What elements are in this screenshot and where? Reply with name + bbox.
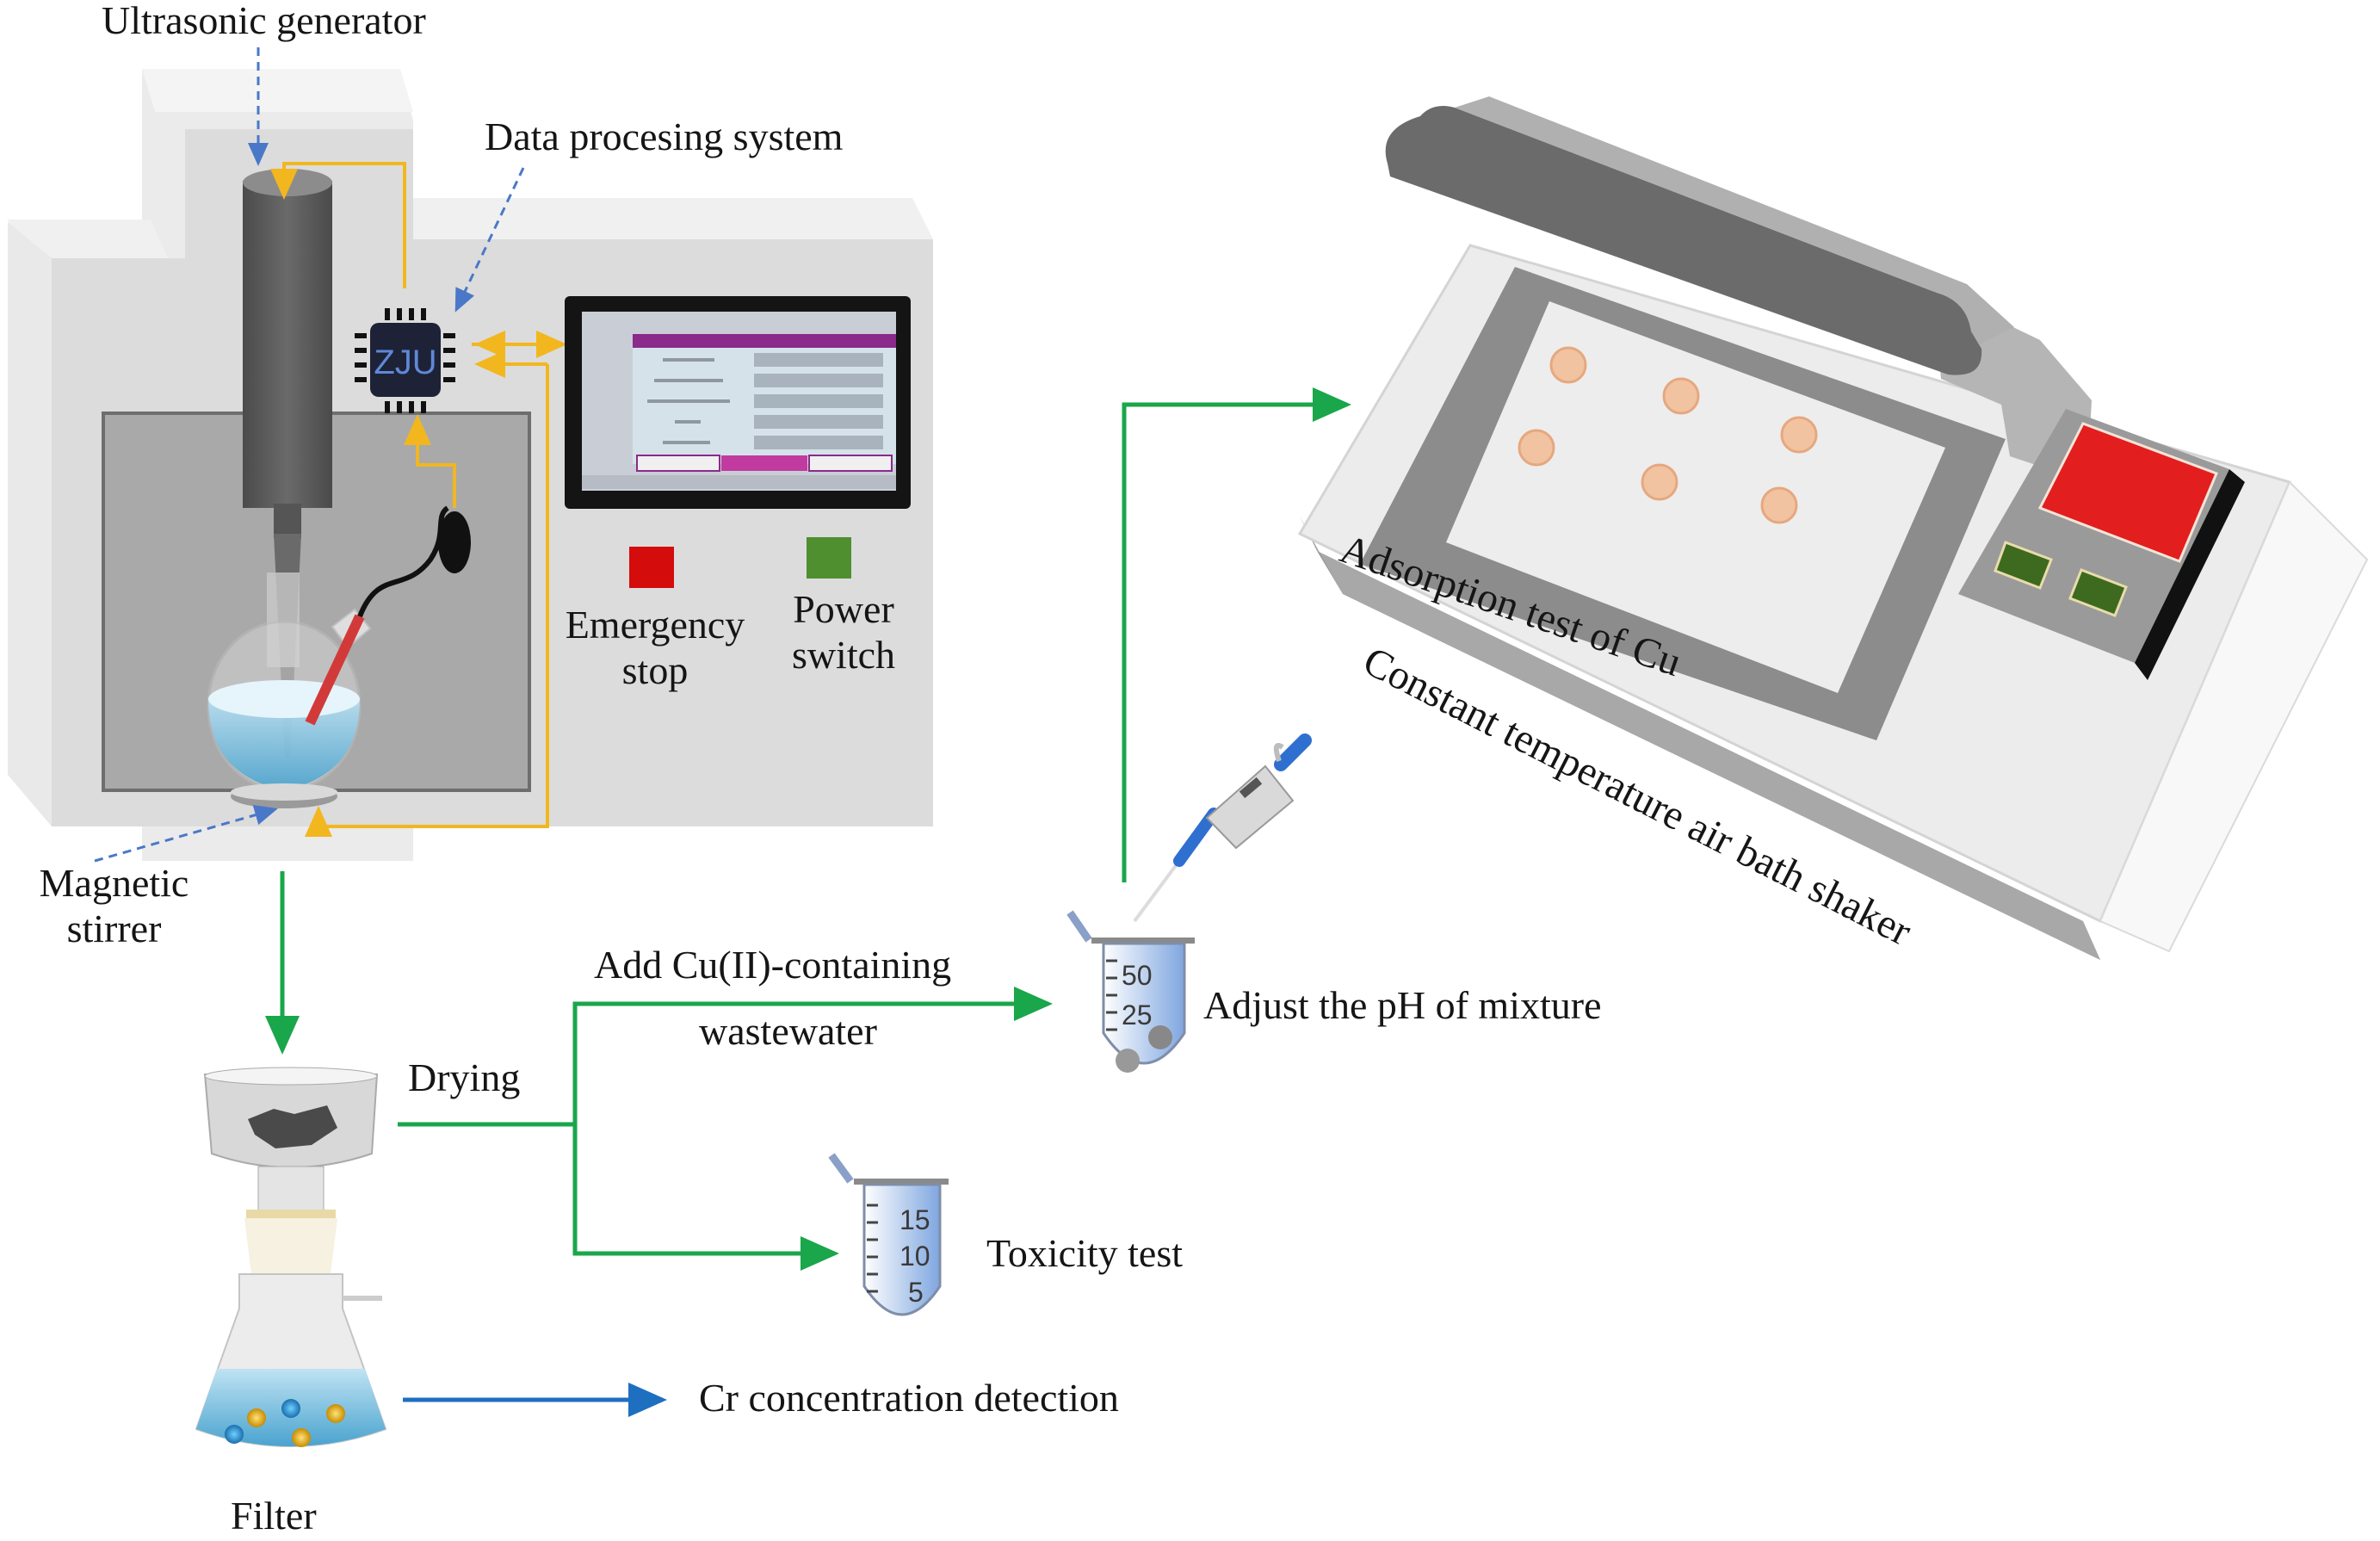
screen-button-stop[interactable] [721, 455, 807, 471]
shaker-button-2[interactable] [2068, 568, 2128, 617]
pointer-magnetic-stirrer [94, 805, 278, 863]
label-adjust-ph: Adjust the pH of mixture [1203, 983, 1602, 1027]
label-data-processing-system: Data procesing system [485, 114, 844, 158]
machine-left-top [8, 220, 168, 258]
ultrasonic-machine [8, 69, 933, 861]
power-switch-button[interactable] [807, 537, 851, 579]
machine-tower-top [142, 69, 413, 112]
machine-right-top [409, 198, 933, 239]
chip-label: ZJU [374, 343, 436, 381]
touch-screen[interactable] [565, 296, 911, 509]
label-drying: Drying [408, 1055, 521, 1099]
arrow-to-toxicity [572, 1124, 839, 1271]
ultrasonic-probe [243, 181, 332, 508]
screen-title-bar [633, 334, 896, 348]
shaker-display[interactable] [2037, 422, 2218, 563]
label-emergency-stop-line1: Emergency [565, 603, 745, 647]
temperature-probe [305, 614, 365, 726]
round-bottom-flask [207, 572, 372, 792]
arrow-to-shaker [1122, 387, 1351, 882]
label-emergency-stop-line2: stop [621, 647, 689, 692]
tube-tox-mark-10: 10 [899, 1241, 930, 1272]
label-magnetic-stirrer-line2: stirrer [66, 906, 162, 950]
probe-neck [274, 504, 301, 538]
label-filter: Filter [231, 1494, 317, 1538]
pointer-data-processing [454, 167, 525, 313]
label-power-switch-line1: Power [793, 587, 894, 631]
data-processing-chip [355, 308, 455, 413]
pipette [1133, 733, 1312, 923]
probe-cable [357, 505, 450, 618]
magnetic-stirrer-plate [231, 783, 337, 808]
sample-wells [1518, 346, 1818, 524]
label-toxicity-test: Toxicity test [986, 1231, 1184, 1275]
air-bath-shaker [1297, 96, 2369, 960]
arrow-to-ph [572, 987, 1053, 1124]
sample-tray-inner [1446, 301, 1945, 693]
shaker-lid [1385, 105, 1982, 375]
centrifuge-tube-ph [1066, 910, 1195, 1073]
centrifuge-tube-toxicity [828, 1153, 949, 1316]
label-wastewater: wastewater [699, 1009, 877, 1053]
screen-button-reset[interactable] [808, 455, 893, 472]
signal-wires [270, 162, 567, 837]
tube-ph-mark-50: 50 [1122, 960, 1153, 991]
label-power-switch-line2: switch [791, 632, 896, 677]
screen-button-start[interactable] [636, 455, 720, 472]
label-emergency-stop: Emergency stop [547, 603, 763, 694]
tube-ph-mark-25: 25 [1122, 999, 1153, 1030]
label-ultrasonic-generator: Ultrasonic generator [102, 0, 426, 42]
label-cr-detection: Cr concentration detection [699, 1376, 1119, 1420]
shaker-button-1[interactable] [1994, 541, 2053, 590]
tube-tox-mark-5: 5 [908, 1277, 924, 1308]
label-add-cu: Add Cu(II)-containing [594, 943, 952, 987]
probe-top [243, 169, 332, 196]
emergency-stop-button[interactable] [629, 547, 674, 588]
filter-apparatus [195, 1067, 387, 1447]
tube-tox-mark-15: 15 [899, 1204, 930, 1235]
process-flow [265, 387, 1351, 1417]
machine-left-side [8, 222, 52, 826]
temperature-sensor-head [438, 511, 471, 573]
label-magnetic-stirrer-line1: Magnetic [39, 861, 189, 905]
label-power-switch: Power switch [757, 587, 930, 678]
label-magnetic-stirrer: Magnetic stirrer [17, 861, 211, 952]
